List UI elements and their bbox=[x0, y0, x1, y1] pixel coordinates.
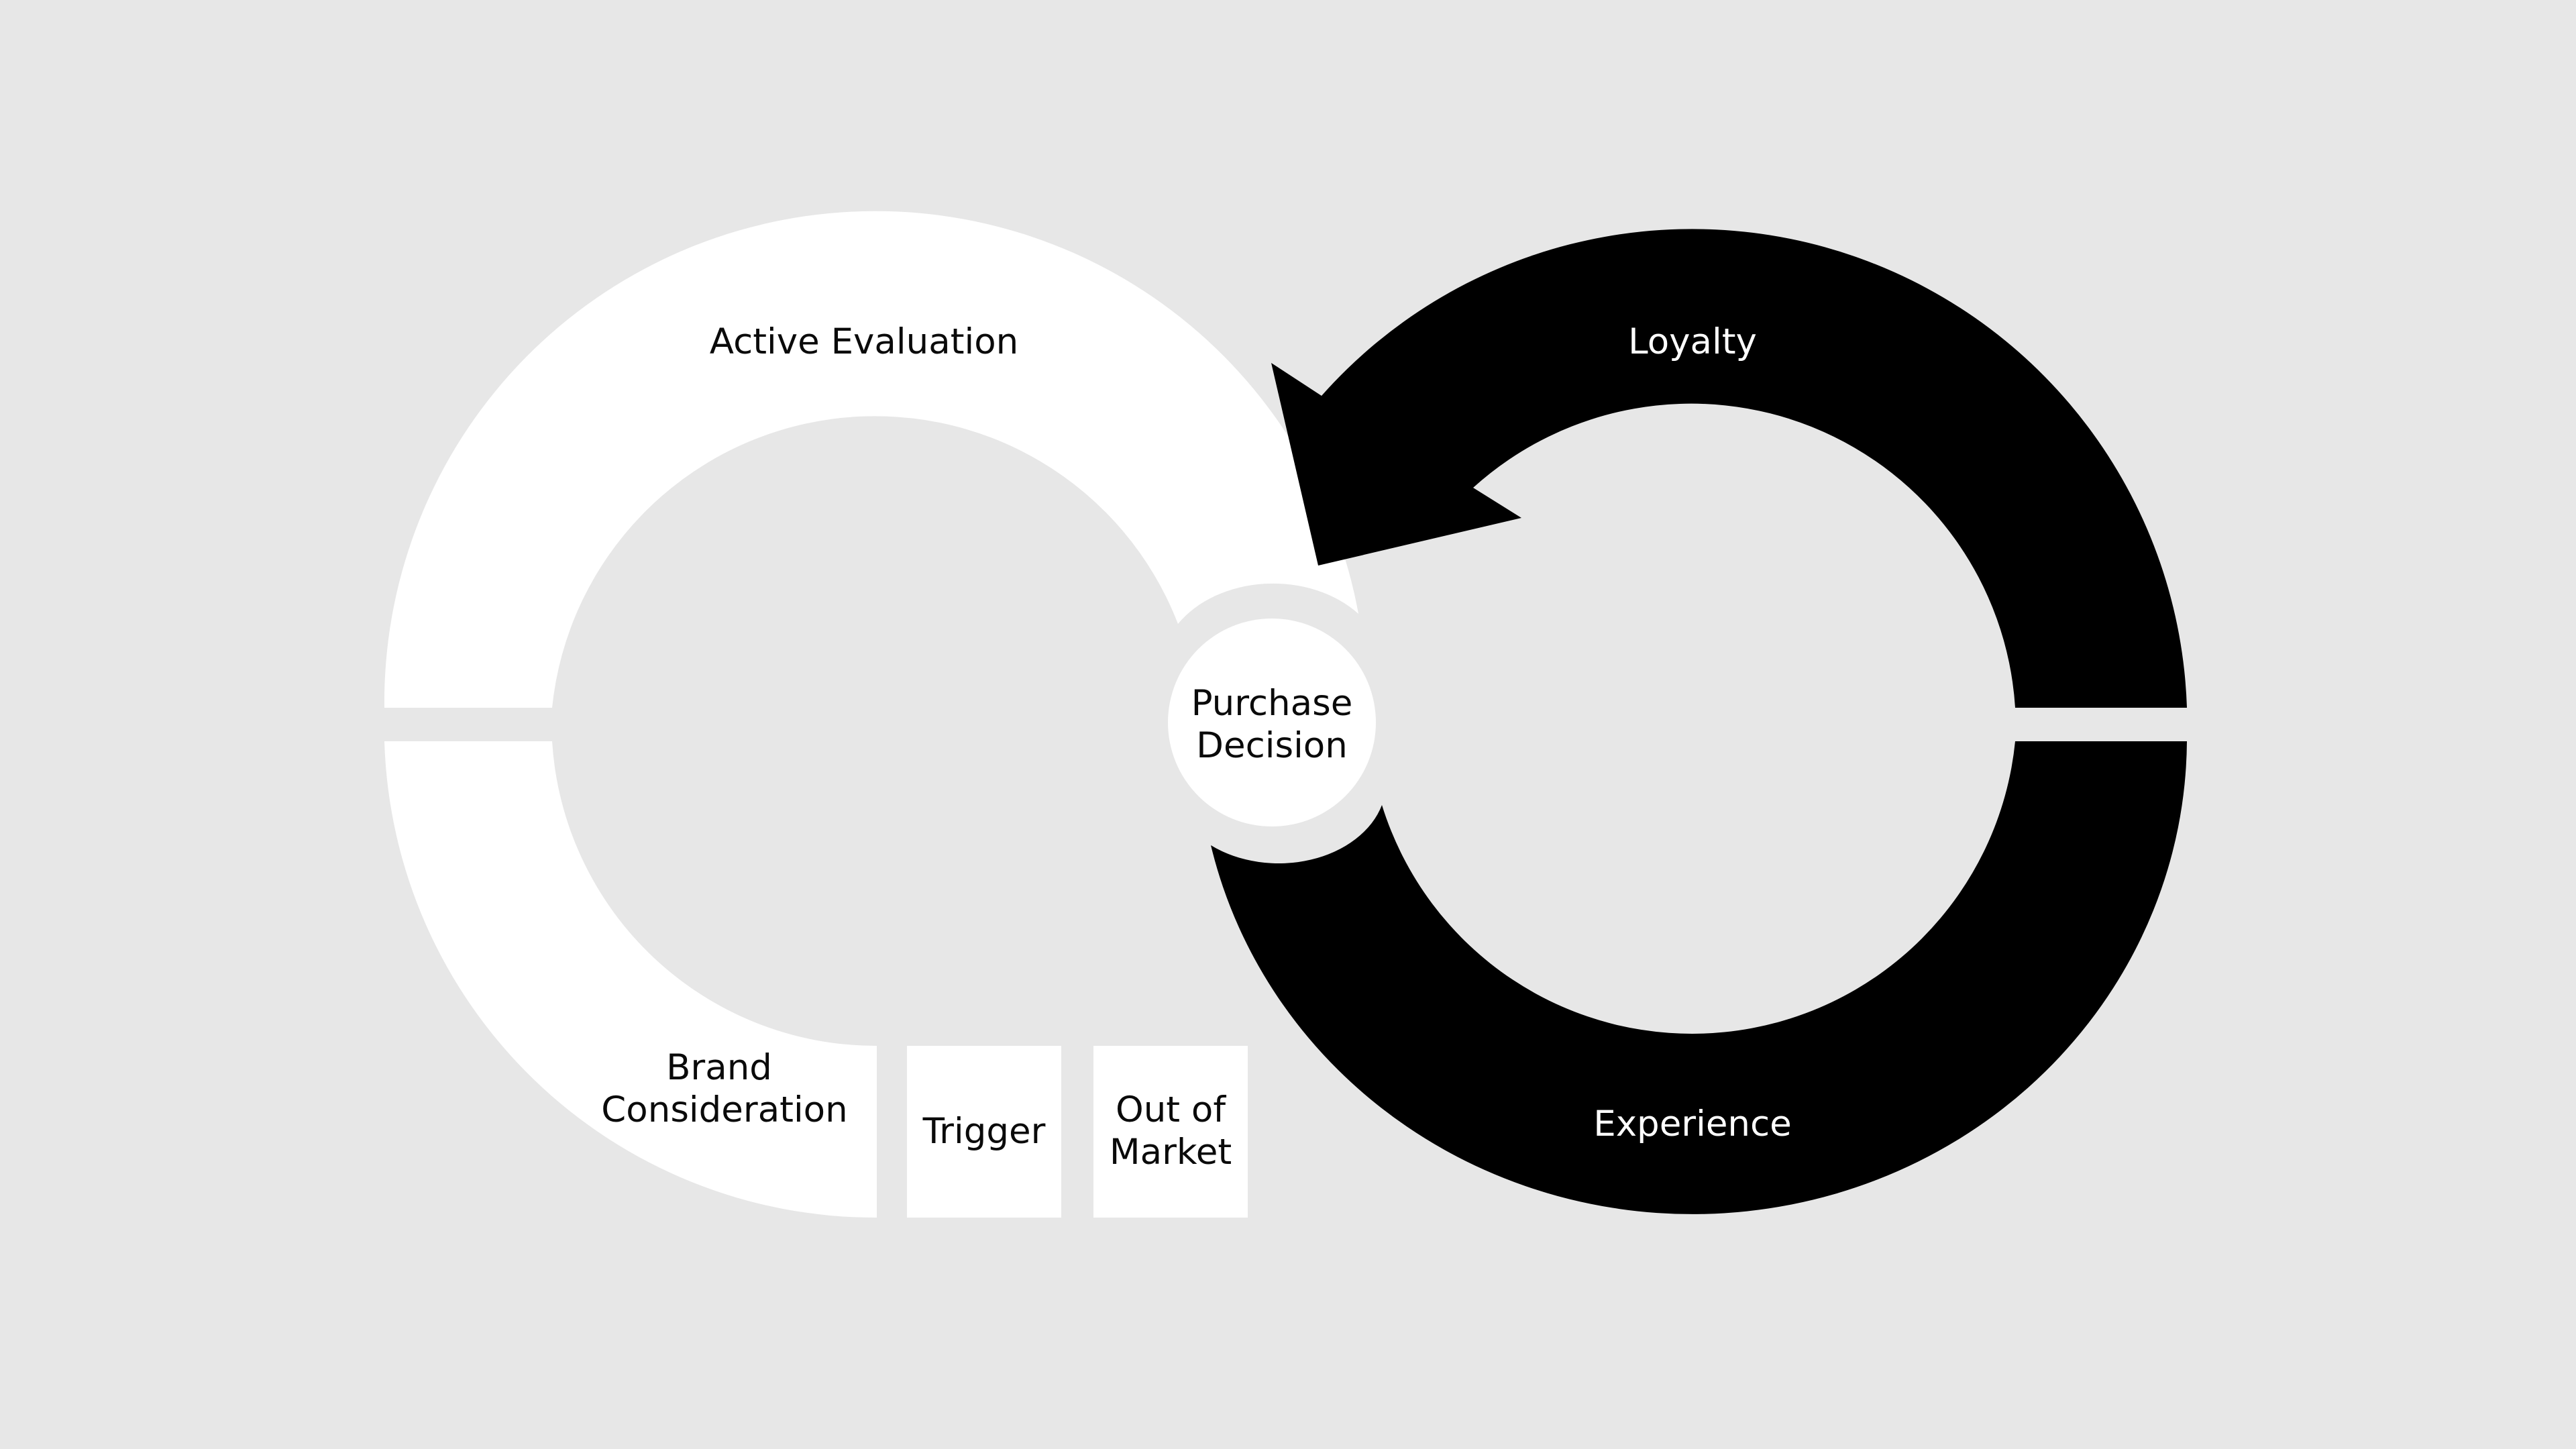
out-of-market-label-line2: Market bbox=[1110, 1132, 1232, 1173]
brand-consideration-label-line1: Brand bbox=[666, 1047, 772, 1088]
trigger-box bbox=[907, 1046, 1061, 1218]
purchase-decision-circle bbox=[1168, 619, 1376, 826]
experience-label: Experience bbox=[1593, 1104, 1792, 1144]
trigger-label: Trigger bbox=[922, 1111, 1046, 1152]
experience-segment bbox=[1211, 741, 2187, 1214]
purchase-decision-label-line2: Decision bbox=[1196, 725, 1348, 766]
brand-consideration-segment bbox=[384, 741, 877, 1218]
out-of-market-label-line1: Out of bbox=[1116, 1089, 1226, 1130]
out-of-market-box bbox=[1093, 1046, 1248, 1218]
brand-consideration-label-line2: Consideration bbox=[601, 1089, 847, 1130]
active-evaluation-label: Active Evaluation bbox=[710, 321, 1018, 362]
purchase-decision-label-line1: Purchase bbox=[1191, 683, 1353, 724]
loyalty-arrow-segment bbox=[1271, 229, 2187, 708]
loyalty-label: Loyalty bbox=[1628, 321, 1757, 362]
active-evaluation-segment bbox=[384, 211, 1359, 708]
